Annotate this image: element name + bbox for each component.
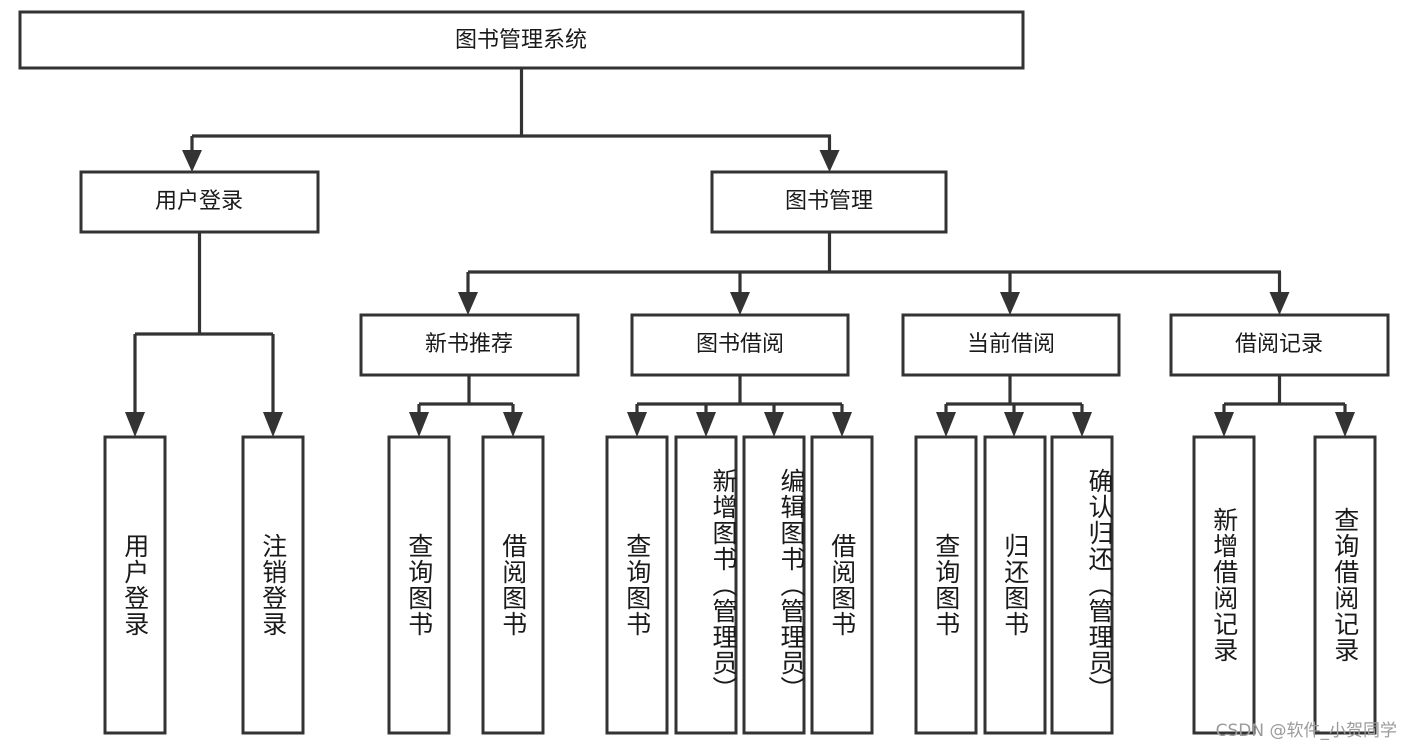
node-leaf-add-borrow-record[interactable] bbox=[1192, 435, 1256, 735]
connector-layer bbox=[125, 68, 1355, 437]
arrow-head-leaf-confirm-return-admin bbox=[1072, 412, 1092, 437]
node-book-management[interactable] bbox=[710, 170, 948, 234]
node-leaf-query-book-1[interactable] bbox=[387, 435, 451, 735]
arrow-head-leaf-query-book-1 bbox=[409, 412, 429, 437]
arrow-head-book-management bbox=[819, 150, 840, 172]
node-layer bbox=[18, 10, 1390, 735]
node-book-borrow[interactable] bbox=[630, 313, 850, 377]
arrow-head-borrow-record bbox=[1269, 292, 1290, 315]
label-user-login: 用户登录 bbox=[155, 189, 243, 214]
node-root-system[interactable] bbox=[18, 10, 1025, 70]
arrow-head-leaf-borrow-book-2 bbox=[832, 412, 852, 437]
node-leaf-borrow-book-1[interactable] bbox=[481, 435, 545, 735]
arrow-head-current-borrow bbox=[1000, 292, 1020, 315]
node-user-login[interactable] bbox=[79, 170, 320, 234]
node-leaf-query-borrow-record[interactable] bbox=[1313, 435, 1377, 735]
arrow-head-new-book-recommend bbox=[458, 292, 478, 315]
node-leaf-query-book-3[interactable] bbox=[914, 435, 978, 735]
node-current-borrow[interactable] bbox=[901, 313, 1121, 377]
arrow-head-leaf-add-book-admin bbox=[696, 412, 716, 437]
horizontal-label-layer: 图书管理系统 用户登录 图书管理 新书推荐 图书借阅 当前借阅 借阅记录 bbox=[155, 28, 1323, 357]
node-leaf-query-book-2[interactable] bbox=[605, 435, 669, 735]
node-leaf-borrow-book-2[interactable] bbox=[810, 435, 874, 735]
node-leaf-user-login[interactable] bbox=[103, 435, 167, 735]
node-leaf-logout-login[interactable] bbox=[241, 435, 305, 735]
arrow-head-leaf-user-login bbox=[125, 412, 145, 437]
label-borrow-record: 借阅记录 bbox=[1235, 332, 1323, 357]
arrow-head-leaf-borrow-book-1 bbox=[503, 412, 523, 437]
label-book-management: 图书管理 bbox=[785, 189, 873, 214]
arrow-head-user-login bbox=[182, 150, 202, 172]
arrow-head-leaf-query-borrow-record bbox=[1335, 412, 1355, 437]
arrow-head-leaf-add-borrow-record bbox=[1214, 412, 1234, 437]
arrow-head-leaf-query-book-2 bbox=[627, 412, 647, 437]
node-leaf-return-book[interactable] bbox=[983, 435, 1047, 735]
label-book-borrow: 图书借阅 bbox=[696, 332, 784, 357]
arrow-head-leaf-query-book-3 bbox=[936, 412, 956, 437]
node-leaf-confirm-return-admin[interactable] bbox=[1050, 435, 1114, 735]
node-leaf-add-book-admin[interactable] bbox=[674, 435, 738, 735]
csdn-watermark: CSDN @软件_小贺同学 bbox=[1215, 721, 1397, 741]
node-new-book-recommend[interactable] bbox=[359, 313, 580, 377]
label-root-system: 图书管理系统 bbox=[455, 28, 587, 53]
label-current-borrow: 当前借阅 bbox=[967, 332, 1055, 357]
arrow-head-leaf-logout-login bbox=[263, 412, 283, 437]
arrow-head-leaf-return-book bbox=[1004, 412, 1024, 437]
node-borrow-record[interactable] bbox=[1169, 313, 1390, 377]
node-leaf-edit-book-admin[interactable] bbox=[742, 435, 806, 735]
arrow-head-book-borrow bbox=[730, 292, 750, 315]
label-new-book-recommend: 新书推荐 bbox=[425, 332, 513, 357]
arrow-head-leaf-edit-book-admin bbox=[764, 412, 784, 437]
